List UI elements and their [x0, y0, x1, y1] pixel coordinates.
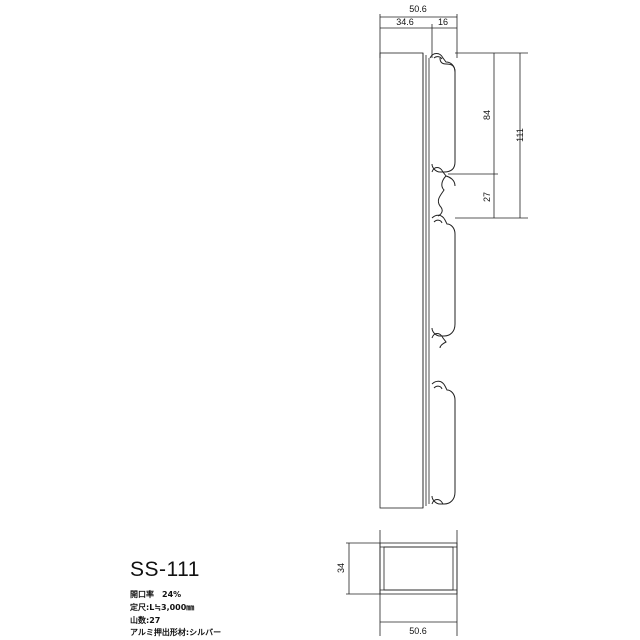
spec-label: 定尺:: [130, 603, 150, 612]
spec-label: 開口率: [130, 590, 154, 599]
spec-fin-count: 山数:27: [130, 617, 160, 625]
model-title: SS-111: [130, 558, 200, 581]
section-height-label: 34: [336, 563, 346, 573]
spec-label: アルミ押出形材:: [130, 628, 190, 637]
opening-label: 27: [482, 192, 492, 202]
spec-value: 24%: [162, 590, 182, 599]
total-height-label: 111: [515, 128, 525, 142]
height-dimensions: [448, 52, 528, 219]
cross-section: [346, 530, 458, 636]
section-width-label: 50.6: [409, 626, 427, 636]
total-width-label: 50.6: [409, 4, 427, 14]
spec-label: 山数:: [130, 616, 150, 625]
width-dimension: [379, 14, 458, 58]
spec-value: 27: [149, 616, 161, 625]
spec-value: L≒3,000㎜: [149, 603, 195, 612]
pitch-label: 84: [482, 110, 492, 120]
spec-material: アルミ押出形材:シルバー: [130, 629, 221, 637]
spec-value: シルバー: [189, 628, 222, 637]
louver-fins: [429, 53, 456, 505]
spec-open-ratio: 開口率 24%: [130, 591, 181, 599]
fin-depth-label: 16: [438, 17, 448, 27]
body-width-label: 34.6: [396, 17, 414, 27]
spec-length: 定尺:L≒3,000㎜: [130, 604, 194, 612]
extrusion-body: [379, 52, 430, 509]
